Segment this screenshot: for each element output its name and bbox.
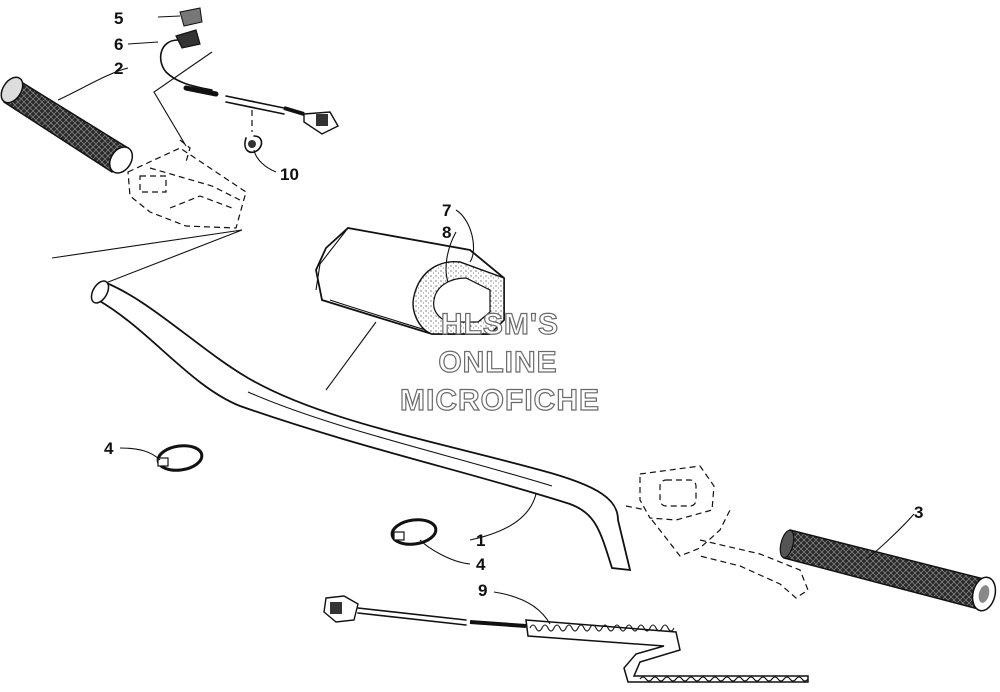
left-throttle-housing (127, 139, 247, 229)
callout-8: 8 (442, 223, 451, 242)
watermark-line-1: HLSM'S (441, 308, 559, 341)
thumb-pad (179, 7, 203, 27)
brake-master-cylinder (625, 465, 809, 599)
leader-pad-to-bar (325, 321, 377, 391)
wire-clip (244, 110, 263, 154)
leader-lines (57, 15, 915, 625)
callout-2: 2 (114, 59, 123, 78)
callout-1: 1 (476, 531, 485, 550)
callout-6: 6 (114, 35, 123, 54)
right-grip (779, 529, 997, 612)
callout-5: 5 (114, 9, 123, 28)
handlebar (90, 280, 632, 572)
callout-10: 10 (280, 165, 299, 184)
clamp-upper (156, 444, 204, 472)
left-grip (0, 76, 134, 174)
thumb-warmer-harness (159, 29, 339, 135)
watermark-line-2: ONLINE (438, 346, 557, 379)
leader-bracket-left (51, 229, 243, 287)
callout-9: 9 (478, 581, 487, 600)
callout-4-lower: 4 (476, 555, 486, 574)
handlebar-pad (315, 227, 505, 335)
clamp-lower (390, 518, 438, 546)
grip-warmer-element (323, 595, 809, 683)
callout-7: 7 (442, 201, 451, 220)
watermark: HLSM'S ONLINE MICROFICHE (399, 307, 600, 417)
callout-4-upper: 4 (104, 439, 114, 458)
watermark-line-3: MICROFICHE (400, 384, 600, 417)
leader-bracket-top (153, 51, 213, 147)
callout-3: 3 (914, 503, 923, 522)
